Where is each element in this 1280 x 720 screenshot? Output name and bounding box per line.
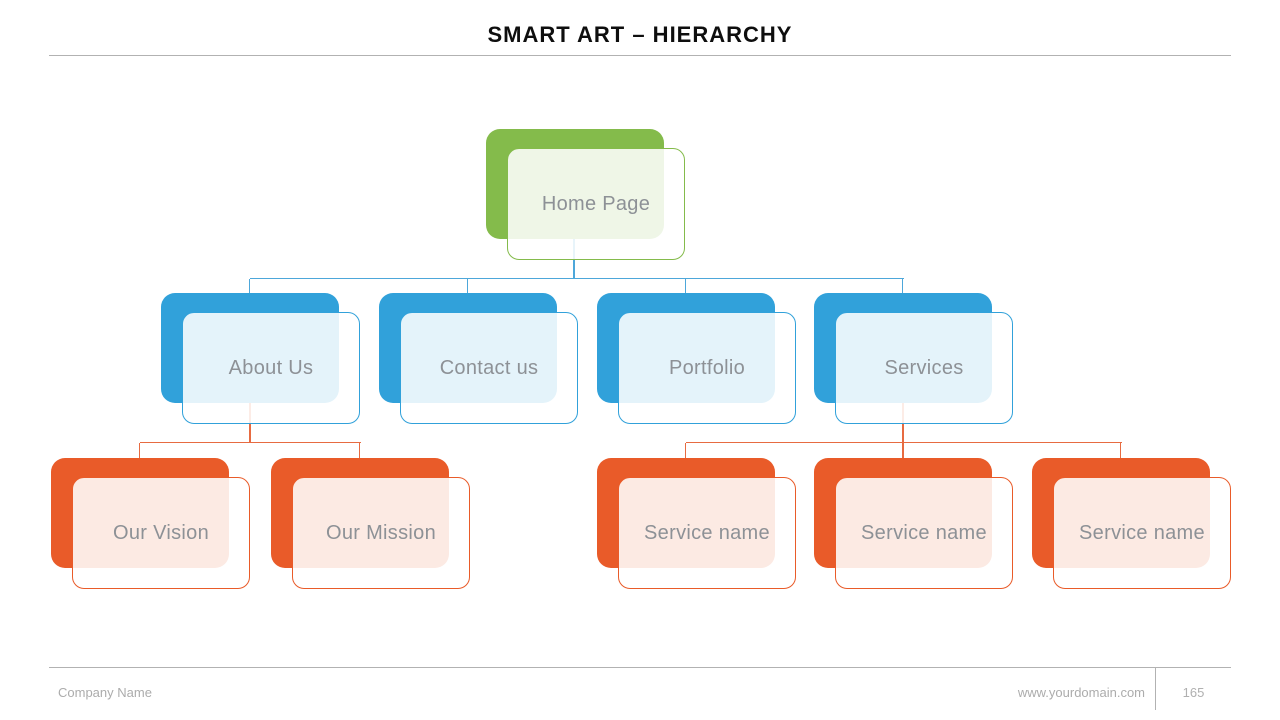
connector-drop-service3 — [1120, 443, 1121, 459]
node-front-shape: About Us — [182, 312, 360, 424]
node-label: Services — [884, 356, 964, 379]
connector-drop-vision — [139, 443, 140, 459]
node-front-shape: Service name — [1053, 477, 1231, 589]
node-contact-us[interactable]: Contact us — [379, 293, 579, 425]
node-front-shape: Our Vision — [72, 477, 250, 589]
connector-services-stem — [902, 401, 904, 459]
connector-drop-service1 — [685, 443, 686, 459]
node-front-shape: Services — [835, 312, 1013, 424]
node-service-name-3[interactable]: Service name — [1032, 458, 1232, 590]
node-service-name-1[interactable]: Service name — [597, 458, 797, 590]
connector-drop-services — [902, 279, 903, 294]
node-front-shape: Home Page — [507, 148, 685, 260]
node-label: Home Page — [541, 192, 651, 215]
connector-drop-portfolio — [685, 279, 686, 294]
node-about-us[interactable]: About Us — [161, 293, 361, 425]
node-our-mission[interactable]: Our Mission — [271, 458, 471, 590]
node-our-vision[interactable]: Our Vision — [51, 458, 251, 590]
node-portfolio[interactable]: Portfolio — [597, 293, 797, 425]
node-label: Our Mission — [326, 521, 436, 544]
node-services[interactable]: Services — [814, 293, 1014, 425]
node-label: Portfolio — [668, 356, 746, 379]
node-front-shape: Portfolio — [618, 312, 796, 424]
node-home-page[interactable]: Home Page — [486, 129, 686, 261]
footer-vertical-divider — [1155, 668, 1156, 710]
node-front-shape: Contact us — [400, 312, 578, 424]
node-label: Service name — [861, 521, 987, 544]
slide-title: SMART ART – HIERARCHY — [487, 22, 793, 47]
node-service-name-2[interactable]: Service name — [814, 458, 1014, 590]
node-label: Contact us — [439, 356, 539, 379]
node-label: Service name — [1079, 521, 1205, 544]
connector-services-bus — [686, 442, 1122, 443]
connector-drop-about — [249, 279, 250, 294]
header-divider-line — [49, 55, 1231, 56]
footer-company-name: Company Name — [58, 685, 152, 700]
node-label: Our Vision — [112, 521, 209, 544]
connector-about-bus — [140, 442, 361, 443]
node-label: Service name — [644, 521, 770, 544]
node-front-shape: Our Mission — [292, 477, 470, 589]
node-front-shape: Service name — [618, 477, 796, 589]
node-label: About Us — [228, 356, 314, 379]
footer-page-number: 165 — [1182, 685, 1205, 700]
node-front-shape: Service name — [835, 477, 1013, 589]
connector-drop-mission — [359, 443, 360, 459]
connector-drop-contact — [467, 279, 468, 294]
footer-divider-line — [49, 667, 1231, 668]
footer-website: www.yourdomain.com — [1017, 685, 1145, 700]
connector-level2-bus — [250, 278, 904, 279]
